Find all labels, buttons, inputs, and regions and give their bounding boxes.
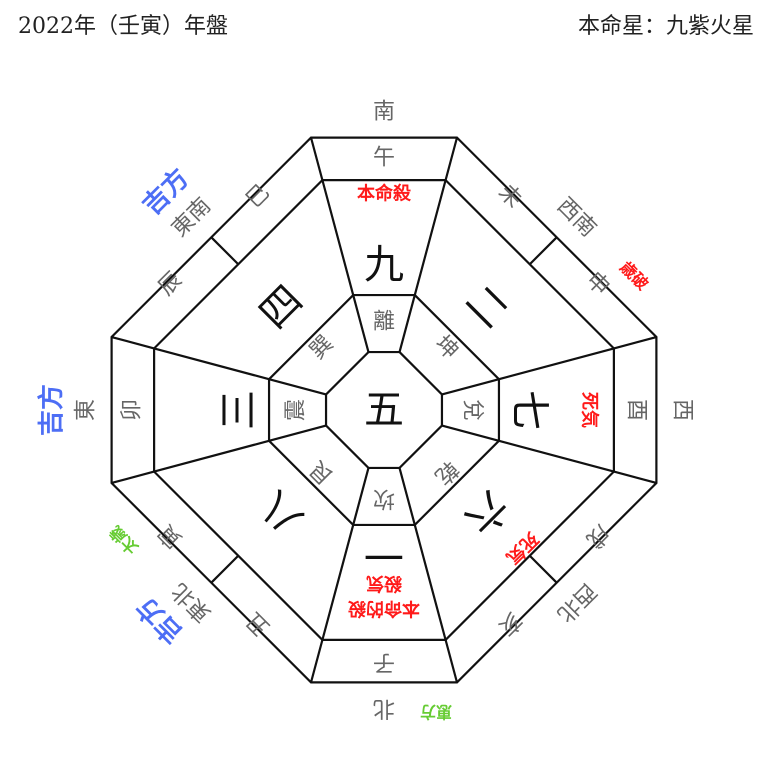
direction-label: 西 — [670, 399, 695, 421]
trigram-label: 兌 — [460, 399, 485, 421]
star-number: 四 — [251, 277, 312, 338]
sector-divider — [309, 137, 324, 181]
warning-note: 本命殺 — [357, 183, 412, 205]
zodiac-divider — [528, 554, 558, 584]
trigram-label: 巽 — [305, 331, 338, 364]
zodiac-label: 丑 — [242, 607, 275, 640]
sector-divider — [444, 137, 459, 181]
sector-divider — [398, 294, 416, 353]
sector-divider — [352, 467, 370, 526]
sector-divider — [153, 347, 270, 381]
sector-divider — [444, 639, 459, 683]
zodiac-label: 未 — [493, 180, 526, 213]
sector-divider — [398, 467, 416, 526]
direction-label: 西北 — [552, 578, 601, 627]
trigram-label: 艮 — [305, 456, 338, 489]
sector-west: 兌七 酉西 死気 — [460, 390, 695, 430]
star-number: 六 — [456, 482, 517, 543]
sector-divider — [309, 639, 324, 683]
zodiac-label: 戌 — [581, 519, 614, 552]
sector-divider — [413, 524, 447, 641]
sector-divider — [441, 424, 500, 442]
zodiac-divider — [210, 236, 240, 266]
trigram-label: 震 — [284, 399, 309, 421]
sector-divider — [321, 524, 355, 641]
sector-divider — [153, 439, 270, 473]
trigram-label: 離 — [373, 310, 395, 335]
chart-title: 2022年（壬寅）年盤 — [18, 14, 228, 39]
star-number: 三 — [216, 390, 262, 430]
zodiac-label: 申 — [581, 268, 614, 301]
zodiac-divider — [210, 554, 240, 584]
warning-note: 死気 — [579, 392, 601, 428]
center-star: 五 — [364, 387, 404, 433]
honmei-star-label: 本命星：九紫火星 — [577, 14, 754, 39]
direction-note-green: 恵方 — [420, 703, 452, 722]
zodiac-divider — [528, 236, 558, 266]
star-number: 一 — [364, 532, 404, 578]
sector-divider — [498, 347, 615, 381]
sector-divider — [268, 378, 327, 396]
sector-divider — [413, 179, 447, 296]
trigram-label: 乾 — [430, 456, 463, 489]
sector-divider — [613, 470, 657, 485]
sector-divider — [111, 470, 155, 485]
direction-label: 北 — [373, 696, 395, 721]
warning-note: 殺気 — [366, 573, 403, 595]
sector-divider — [441, 378, 500, 396]
zodiac-label: 酉 — [624, 399, 649, 421]
direction-note-green: 太歳 — [106, 522, 143, 559]
sector-divider — [111, 335, 155, 350]
sector-divider — [613, 335, 657, 350]
star-number: 二 — [456, 277, 517, 338]
zodiac-label: 午 — [373, 146, 395, 171]
sector-divider — [268, 424, 327, 442]
direction-note-lucky: 吉方 — [36, 384, 67, 436]
warning-note: 本命的殺 — [347, 598, 420, 620]
direction-label: 南 — [373, 100, 395, 125]
zodiac-label: 卯 — [120, 399, 145, 421]
star-number: 七 — [506, 390, 552, 430]
direction-note-bad: 歳破 — [616, 258, 652, 294]
direction-label: 東 — [74, 399, 99, 421]
sector-divider — [321, 179, 355, 296]
trigram-label: 坎 — [373, 486, 395, 511]
zodiac-label: 辰 — [154, 268, 187, 301]
zodiac-label: 巳 — [242, 180, 275, 213]
sector-divider — [498, 439, 615, 473]
zodiac-label: 亥 — [493, 607, 526, 640]
zodiac-label: 寅 — [154, 519, 187, 552]
star-number: 八 — [251, 482, 312, 543]
trigram-label: 坤 — [430, 331, 463, 364]
star-number: 九 — [364, 242, 404, 288]
direction-label: 西南 — [552, 193, 601, 242]
zodiac-label: 子 — [373, 650, 395, 675]
sector-divider — [352, 294, 370, 353]
sector-northwest: 乾六戌亥西北死気 — [430, 456, 615, 641]
